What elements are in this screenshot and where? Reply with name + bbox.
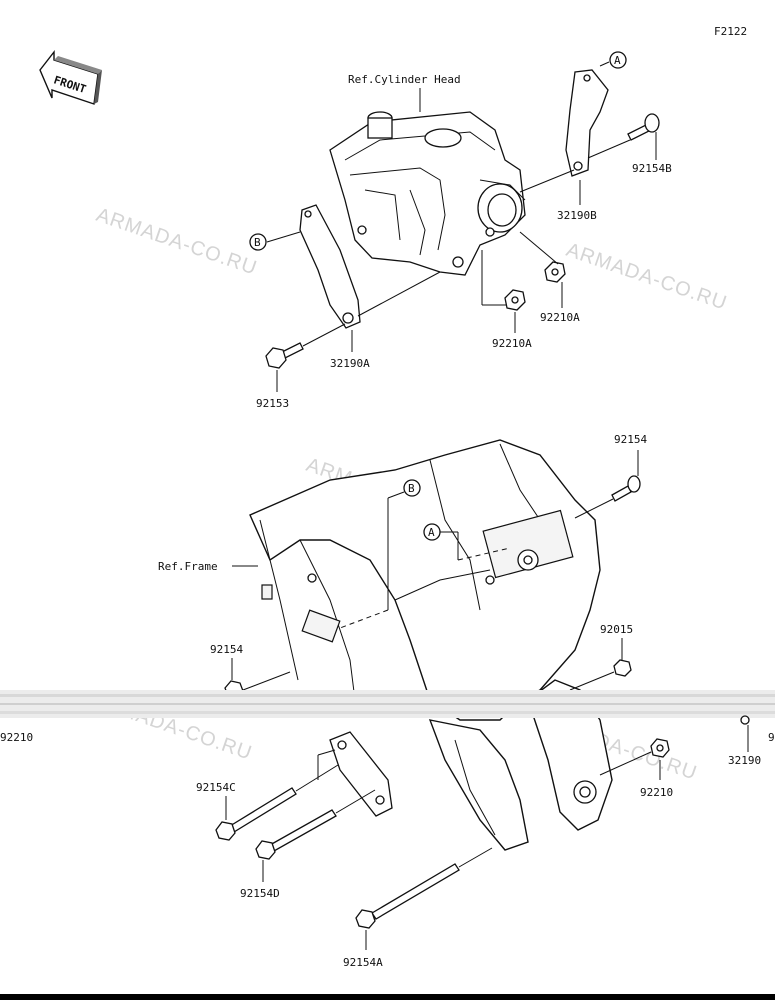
part-92154b: 92154B xyxy=(632,162,672,175)
callout-b-bottom-label: B xyxy=(408,482,415,495)
bolt-92154b xyxy=(627,113,660,141)
part-92015: 92015 xyxy=(600,623,633,636)
part-92210-left: 92210 xyxy=(0,731,33,744)
part-92154d: 92154D xyxy=(240,887,280,900)
part-32190-right: 32190 xyxy=(728,754,761,767)
callout-b-top xyxy=(249,233,267,251)
bolt-92154-top xyxy=(611,475,641,502)
frame-lower xyxy=(428,719,529,851)
frame xyxy=(249,439,601,721)
bracket-32190b xyxy=(565,69,609,177)
front-arrow-icon: FRONT xyxy=(39,49,102,105)
watermark-1: ARMADA-CO.RU xyxy=(93,204,260,280)
callout-b-bottom xyxy=(403,479,421,497)
callout-a-top xyxy=(609,51,627,69)
callout-a-top-label: A xyxy=(614,54,621,67)
washer-92015 xyxy=(613,659,632,677)
part-92154a: 92154A xyxy=(343,956,383,969)
callout-b-top-label: B xyxy=(254,236,261,249)
scan-noise-band xyxy=(0,690,775,718)
part-92153: 92153 xyxy=(256,397,289,410)
part-92210a-left: 92210A xyxy=(492,337,532,350)
ref-cylinder-head: Ref.Cylinder Head xyxy=(348,73,461,86)
part-92154-top: 92154 xyxy=(614,433,647,446)
part-92154-left: 92154 xyxy=(210,643,243,656)
part-9-cut: 9 xyxy=(768,731,775,744)
nut-92210a-right xyxy=(544,261,566,283)
callout-a-bottom-label: A xyxy=(428,526,435,539)
bolt-92154d xyxy=(255,809,337,860)
part-92154c: 92154C xyxy=(196,781,236,794)
bracket-lower-left xyxy=(329,731,393,817)
bolt-92153 xyxy=(265,342,304,369)
cylinder-head xyxy=(329,111,526,276)
bolt-92154c xyxy=(215,787,297,841)
part-32190b: 32190B xyxy=(557,209,597,222)
figure-code: F2122 xyxy=(714,25,747,38)
nut-92210a-left xyxy=(504,289,526,311)
part-32190a: 32190A xyxy=(330,357,370,370)
bottom-border xyxy=(0,994,775,1000)
part-92210a-right: 92210A xyxy=(540,311,580,324)
part-92210-right: 92210 xyxy=(640,786,673,799)
bracket-32190a xyxy=(299,204,361,329)
nut-92210-right xyxy=(650,738,670,758)
ref-frame: Ref.Frame xyxy=(158,560,218,573)
bolt-92154a xyxy=(355,863,460,929)
watermark-2: ARMADA-CO.RU xyxy=(563,239,730,315)
